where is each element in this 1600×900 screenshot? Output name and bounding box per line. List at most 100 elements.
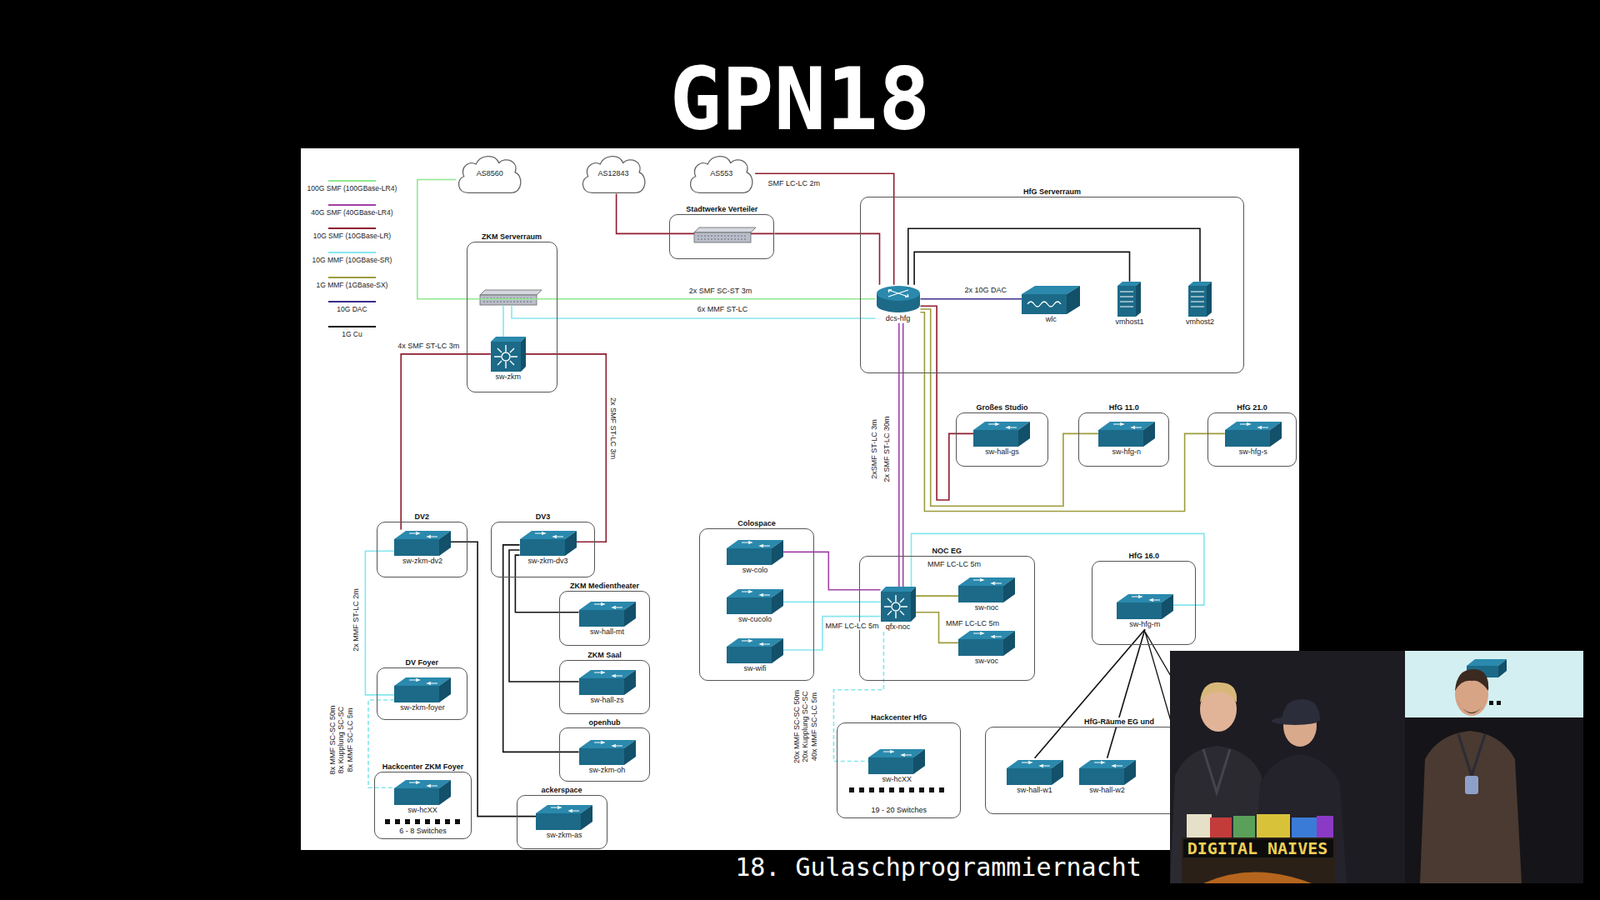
device-label: sw-zkm-dv3 [528, 556, 569, 566]
graphic-path [988, 423, 1017, 430]
graphic-path [741, 541, 770, 548]
graphic-polygon [1066, 285, 1080, 315]
room-title: Stadtwerke Verteiler [684, 205, 760, 215]
cable-label: 2x MMF ST-LC 2m [351, 587, 360, 655]
device-icon [1188, 281, 1212, 317]
fiber-cable [783, 551, 880, 590]
graphic-polygon [1051, 760, 1064, 785]
podium-sign: DIGITAL NAIVES [1187, 840, 1329, 857]
graphic-rect [929, 787, 935, 793]
network-device: sw-hfg-n [1098, 420, 1155, 457]
device-label: vmhost1 [1115, 317, 1144, 327]
network-device: sw-hcXX [394, 778, 451, 815]
graphic-rect [726, 597, 772, 615]
fiber-cable [450, 541, 536, 816]
graphic-rect [1021, 294, 1067, 315]
network-device: sw-noc [958, 575, 1015, 613]
graphic-rect [1496, 700, 1501, 705]
legend-label: 1G Cu [341, 330, 363, 339]
graphic-polygon [771, 638, 784, 664]
graphic-polygon [624, 670, 636, 695]
graphic-rect [694, 232, 751, 243]
graphic-polygon [520, 336, 526, 372]
room-title: ZKM Serverraum [480, 232, 544, 242]
fiber-cable [616, 194, 670, 235]
legend-swatch [328, 276, 377, 279]
legend-swatch [328, 251, 377, 254]
device-icon [1006, 758, 1064, 785]
graphic-rect [425, 819, 430, 825]
device-icon [958, 575, 1015, 603]
device-label: sw-noc [975, 603, 1000, 613]
device-icon [868, 747, 925, 775]
graphic-path [594, 670, 623, 677]
network-device: vmhost2 [1185, 281, 1215, 327]
room-box: DV3sw-zkm-dv3 [490, 521, 595, 578]
graphic-rect [1098, 430, 1144, 447]
device-label: dcs-hfg [885, 314, 911, 324]
graphic-path [883, 750, 912, 757]
device-label: sw-zkm-foyer [400, 703, 445, 713]
fiber-cable [1035, 629, 1145, 758]
room-box: ZKM Saalsw-hall-zs [559, 660, 650, 715]
cable-label: 4x SMF ST-LC 3m [395, 341, 461, 350]
room-title: DV2 [413, 512, 432, 522]
graphic-rect [1210, 817, 1232, 838]
fiber-cable [915, 595, 960, 597]
graphic-rect [1489, 700, 1494, 705]
graphic-rect [520, 539, 565, 556]
network-device: vmhost1 [1115, 281, 1144, 327]
graphic-rect [1233, 815, 1255, 838]
device-icon [875, 285, 921, 314]
graphic-rect [579, 610, 625, 627]
device-label: sw-colo [742, 565, 769, 575]
fiber-cable [911, 533, 1205, 605]
room-title: HfG-Räume EG und [1082, 717, 1156, 727]
fiber-cable [783, 601, 880, 604]
device-icon [1098, 420, 1155, 447]
graphic-rect [579, 678, 625, 695]
room-box: ZKM Medientheatersw-hall-mt [559, 590, 650, 646]
graphic-polygon [910, 586, 916, 622]
device-label: wlc [1045, 315, 1057, 325]
network-device: sw-cucolo [726, 587, 784, 625]
graphic-rect [958, 639, 1004, 656]
graphic-rect [939, 787, 945, 793]
graphic-polygon [1135, 281, 1141, 317]
device-label: sw-voc [975, 656, 999, 666]
legend-label: 10G DAC [336, 306, 367, 315]
graphic-polygon [624, 740, 636, 765]
network-device: sw-hfg-s [1225, 420, 1282, 457]
graphic-rect [535, 813, 581, 830]
graphic-path [690, 155, 753, 193]
graphic-path [550, 805, 580, 812]
graphic-polygon [480, 290, 542, 295]
legend-label: 1G MMF (1GBase-SX) [315, 281, 388, 290]
device-icon [880, 586, 916, 622]
graphic-path [1094, 760, 1123, 767]
switch-row [849, 787, 945, 793]
device-icon [726, 538, 784, 565]
legend-swatch [328, 300, 377, 303]
graphic-rect [455, 819, 460, 825]
cable-label: 20x MMF SC-SC 50m 20x Kupplung SC-SC 40x… [793, 685, 820, 769]
room-box: HfG 11.0sw-hfg-n [1078, 412, 1170, 467]
graphic-path [697, 235, 748, 240]
device-icon [535, 803, 593, 830]
room-title: HfG 16.0 [1126, 551, 1161, 561]
graphic-path [582, 155, 645, 193]
network-device: sw-wifi [726, 636, 784, 674]
device-icon [579, 600, 636, 627]
graphic-path [1203, 749, 1230, 793]
graphic-circle [891, 602, 900, 611]
slide-caption: 18. Gulaschprogrammiernacht [735, 855, 1142, 880]
switch-count: 19 - 20 Switches [837, 805, 960, 815]
device-label: qfx-noc [885, 622, 911, 632]
graphic-path [884, 595, 908, 619]
network-device: sw-zkm-foyer [394, 675, 451, 713]
graphic-polygon [1124, 760, 1136, 785]
device-icon [520, 529, 577, 556]
room-box: DV2sw-zkm-dv2 [376, 521, 468, 578]
cable-label: 2x SMF SC-ST 3m [687, 286, 754, 295]
graphic-path [594, 741, 623, 748]
